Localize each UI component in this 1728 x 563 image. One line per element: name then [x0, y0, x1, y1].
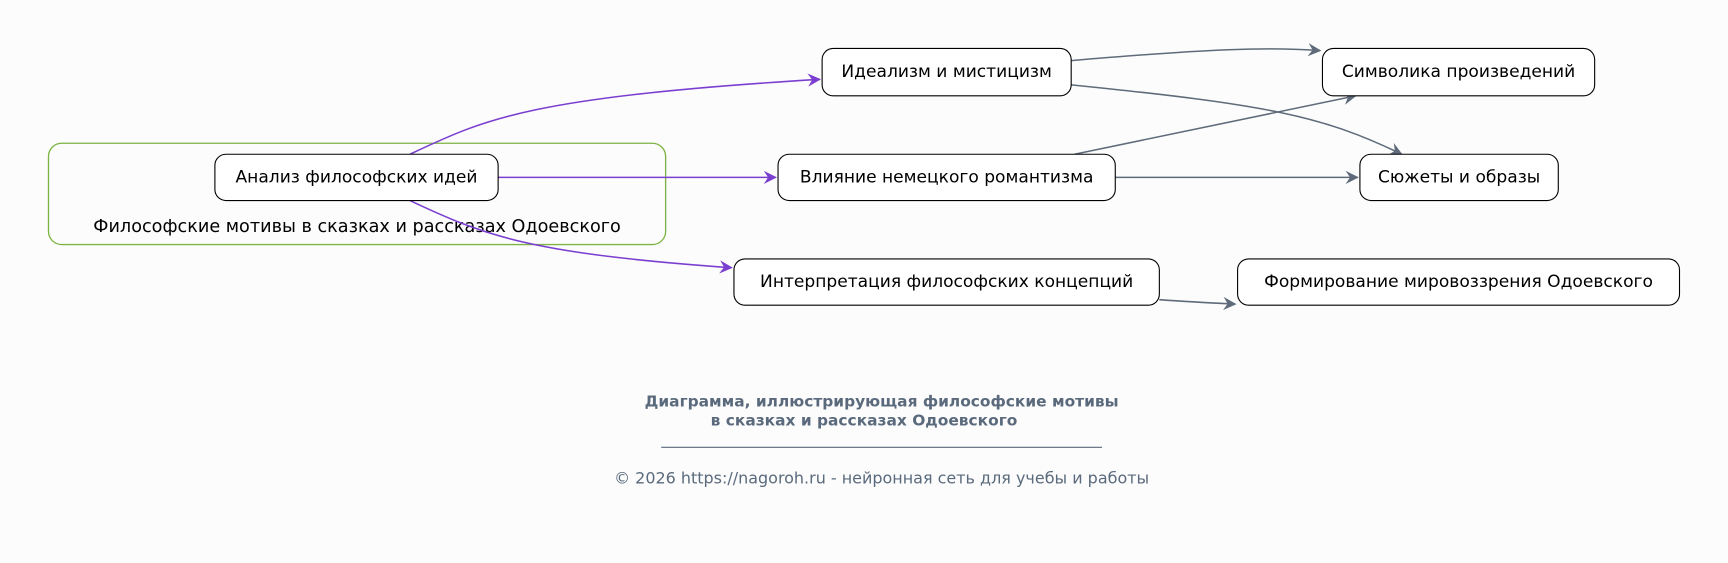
node-interpretation[interactable]: Интерпретация философских концепций [733, 258, 1160, 306]
node-worldview[interactable]: Формирование мировоззрения Одоевского [1237, 258, 1681, 306]
node-label: Анализ философских идей [236, 167, 478, 187]
node-romanticism[interactable]: Влияние немецкого романтизма [777, 153, 1116, 202]
node-label: Идеализм и мистицизм [841, 62, 1051, 82]
edge-analysis-idealism [409, 73, 822, 155]
node-label: Символика произведений [1342, 62, 1575, 82]
group-label: Философские мотивы в сказках и рассказах… [93, 217, 621, 237]
node-label: Влияние немецкого романтизма [800, 167, 1094, 187]
node-analysis[interactable]: Анализ философских идей [214, 153, 499, 202]
edge-idealism-plots [1071, 84, 1403, 155]
caption-title-line1: Диаграмма, иллюстрирующая философские мо… [645, 393, 1119, 411]
node-idealism[interactable]: Идеализм и мистицизм [821, 47, 1072, 97]
node-label: Формирование мировоззрения Одоевского [1264, 272, 1653, 292]
edge-idealism-symbolism [1071, 43, 1322, 62]
edge-interpretation-worldview [1159, 296, 1237, 311]
footer-copyright: © 2026 https://nagoroh.ru - нейронная се… [614, 469, 1149, 488]
caption-title-line2: в сказках и рассказах Одоевского [711, 411, 1018, 429]
edge-analysis-interpretation [409, 199, 733, 274]
edge-romanticism-symbolism [1074, 91, 1357, 156]
node-symbolism[interactable]: Символика произведений [1321, 47, 1596, 97]
node-plots[interactable]: Сюжеты и образы [1359, 153, 1559, 202]
node-label: Интерпретация философских концепций [760, 272, 1133, 292]
node-label: Сюжеты и образы [1378, 167, 1540, 187]
